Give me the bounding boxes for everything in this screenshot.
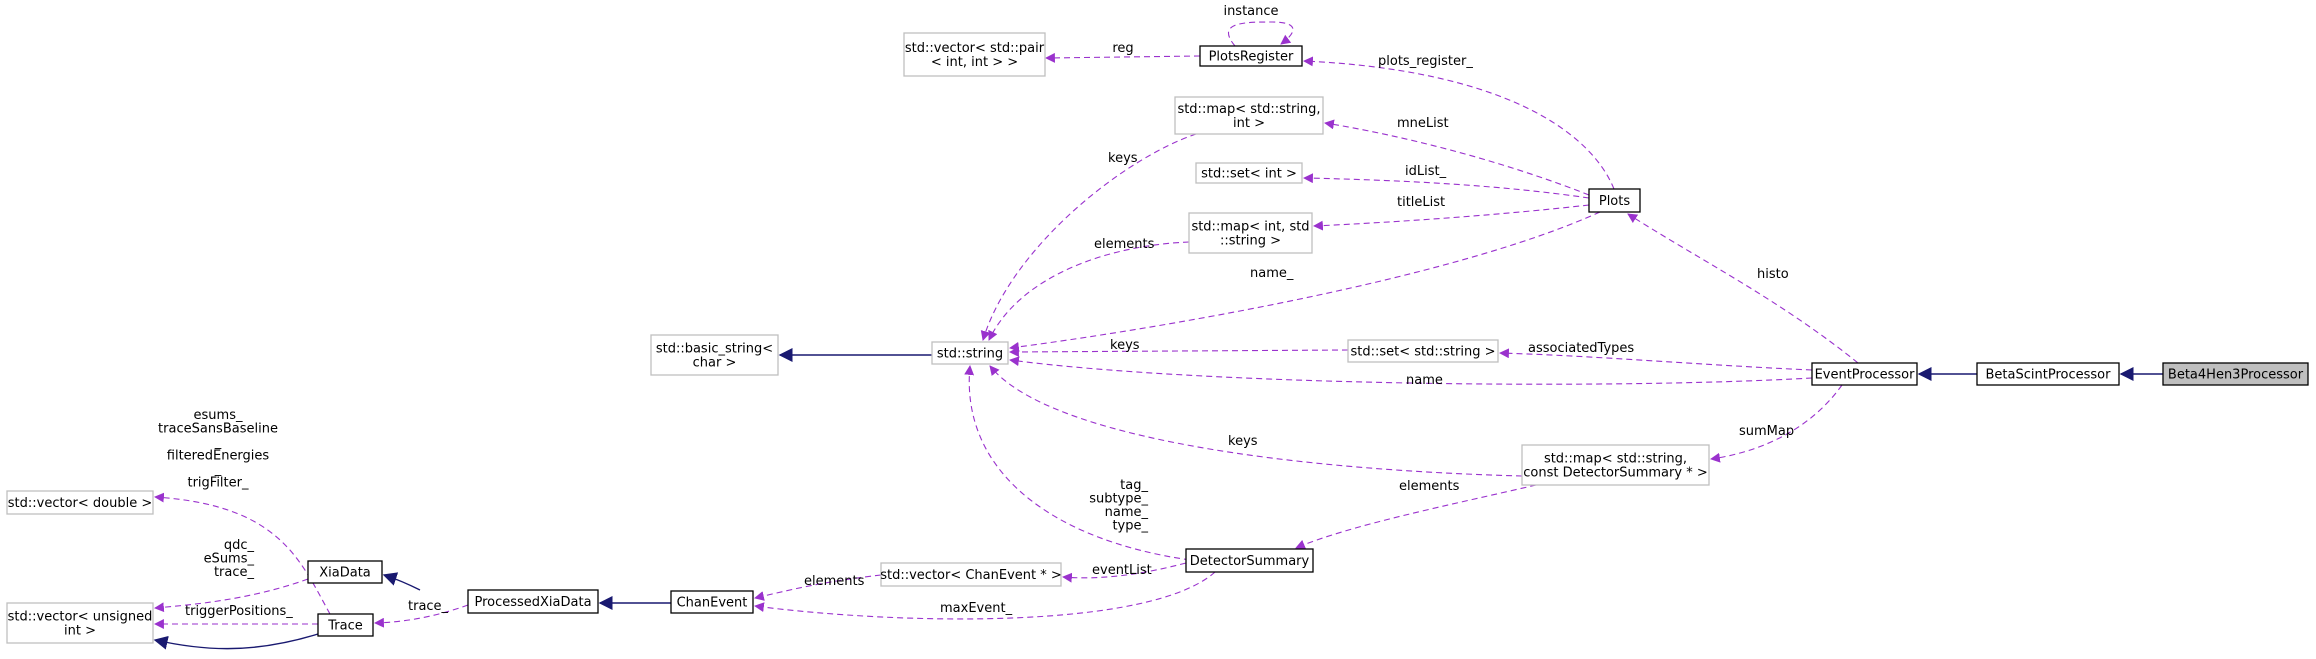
edge-label-eventList: eventList	[1092, 563, 1152, 578]
edge-label-name_: name_	[1250, 266, 1294, 281]
edge-eventList	[1062, 562, 1187, 583]
node-label-set_string: std::set< std::string >	[1351, 345, 1496, 360]
edge-inh4	[382, 572, 421, 591]
edge-keys_ds	[989, 365, 1523, 477]
edge-label-triggerPositions: triggerPositions_	[185, 604, 293, 619]
edge-label-keys_map: keys	[1108, 151, 1138, 166]
edge-label-plots_register_: plots_register_	[1378, 54, 1473, 69]
node-label-vector_double: std::vector< double >	[8, 496, 152, 511]
node-label-plots: Plots	[1599, 194, 1631, 209]
node-string[interactable]: std::string	[931, 341, 1009, 365]
node-label-xiadata: XiaData	[319, 566, 371, 581]
edge-associatedTypes	[1499, 348, 1813, 371]
node-label-beta_scint: BetaScintProcessor	[1986, 368, 2112, 383]
edge-instance	[1228, 21, 1294, 47]
edge-xia_strings	[154, 578, 309, 613]
edge-label-keys_ds: keys	[1228, 434, 1258, 449]
node-label-vector_pair: std::vector< std::pair< int, int > >	[905, 41, 1045, 70]
node-label-trace: Trace	[327, 619, 363, 634]
edge-label-elements_map: elements	[1094, 237, 1155, 252]
node-label-basic_string: std::basic_string<char >	[656, 342, 773, 371]
edge-label-trace_strings: esums_traceSansBaseline_filteredEnergies…	[158, 408, 278, 491]
node-chan_event[interactable]: ChanEvent	[670, 590, 754, 614]
node-label-map_int_string: std::map< int, std::string >	[1191, 220, 1309, 249]
edge-plots_register_	[1303, 56, 1615, 190]
edge-label-trace_: trace_	[408, 599, 449, 614]
node-event_processor[interactable]: EventProcessor	[1811, 362, 1918, 386]
edge-titleList	[1313, 204, 1590, 231]
edge-elements_ce	[754, 574, 882, 601]
node-label-map_string_int: std::map< std::string,int >	[1177, 102, 1320, 131]
edge-label-sumMap: sumMap	[1739, 424, 1794, 439]
node-beta_scint[interactable]: BetaScintProcessor	[1976, 362, 2120, 386]
edge-label-name_ep: name	[1406, 373, 1443, 388]
edge-histo	[1627, 213, 1859, 364]
node-basic_string[interactable]: std::basic_string<char >	[650, 334, 779, 376]
node-label-plots_register: PlotsRegister	[1209, 50, 1294, 65]
edge-ds_strings	[964, 365, 1191, 561]
node-vector_chanevent[interactable]: std::vector< ChanEvent * >	[880, 562, 1062, 587]
edge-label-reg: reg	[1112, 41, 1133, 56]
edge-idList_	[1303, 173, 1590, 199]
edge-trace_strings	[154, 492, 331, 615]
node-detector_summary[interactable]: DetectorSummary	[1185, 548, 1314, 573]
node-label-set_int: std::set< int >	[1201, 167, 1297, 182]
node-processed_xiadata[interactable]: ProcessedXiaData	[467, 589, 599, 614]
node-label-vector_chanevent: std::vector< ChanEvent * >	[880, 568, 1062, 583]
node-map_detsummary[interactable]: std::map< std::string,const DetectorSumm…	[1521, 444, 1710, 486]
edge-label-idList_: idList_	[1405, 164, 1447, 179]
edge-name_	[1009, 211, 1601, 352]
node-xiadata[interactable]: XiaData	[307, 560, 383, 584]
node-plots[interactable]: Plots	[1588, 188, 1641, 213]
node-label-event_processor: EventProcessor	[1815, 368, 1916, 383]
edge-label-titleList: titleList	[1397, 195, 1445, 210]
node-map_int_string[interactable]: std::map< int, std::string >	[1188, 212, 1313, 254]
edge-inh7	[153, 633, 319, 650]
node-set_string[interactable]: std::set< std::string >	[1347, 339, 1499, 363]
edge-keys_set	[1009, 346, 1349, 357]
node-label-processed_xiadata: ProcessedXiaData	[474, 595, 591, 610]
edge-maxEvent_	[754, 571, 1216, 620]
edge-label-xia_strings: qdc_eSums_trace_	[204, 538, 255, 580]
edge-label-ds_strings: tag_subtype_name_type_	[1089, 478, 1148, 534]
edge-label-histo: histo	[1757, 267, 1789, 282]
edge-reg	[1045, 52, 1201, 63]
node-label-map_detsummary: std::map< std::string,const DetectorSumm…	[1523, 452, 1707, 481]
edge-elements_map	[988, 241, 1190, 341]
node-map_string_int[interactable]: std::map< std::string,int >	[1174, 96, 1324, 135]
node-vector_pair[interactable]: std::vector< std::pair< int, int > >	[903, 32, 1046, 77]
edge-label-keys_set: keys	[1110, 338, 1140, 353]
edge-elements_ds	[1295, 484, 1537, 550]
edge-sumMap	[1710, 384, 1843, 463]
node-label-string: std::string	[937, 347, 1003, 362]
node-label-chan_event: ChanEvent	[677, 596, 748, 611]
edge-label-elements_ds: elements	[1399, 479, 1460, 494]
node-label-beta4hen3: Beta4Hen3Processor	[2168, 368, 2304, 383]
edge-mneList	[1324, 119, 1590, 196]
edge-label-elements_ce: elements	[804, 574, 865, 589]
node-trace[interactable]: Trace	[317, 613, 374, 637]
edge-trace_	[374, 604, 469, 628]
edge-label-instance: instance	[1223, 4, 1278, 19]
edge-label-mneList: mneList	[1397, 116, 1449, 131]
node-plots_register[interactable]: PlotsRegister	[1199, 45, 1303, 67]
edge-label-associatedTypes: associatedTypes	[1528, 341, 1634, 356]
edge-name_ep	[1009, 356, 1813, 385]
node-vector_double[interactable]: std::vector< double >	[6, 490, 154, 515]
node-label-detector_summary: DetectorSummary	[1190, 554, 1310, 569]
node-beta4hen3[interactable]: Beta4Hen3Processor	[2162, 362, 2309, 386]
edge-label-maxEvent_: maxEvent_	[940, 601, 1013, 616]
node-set_int[interactable]: std::set< int >	[1195, 162, 1303, 184]
edge-keys_map	[980, 133, 1197, 341]
